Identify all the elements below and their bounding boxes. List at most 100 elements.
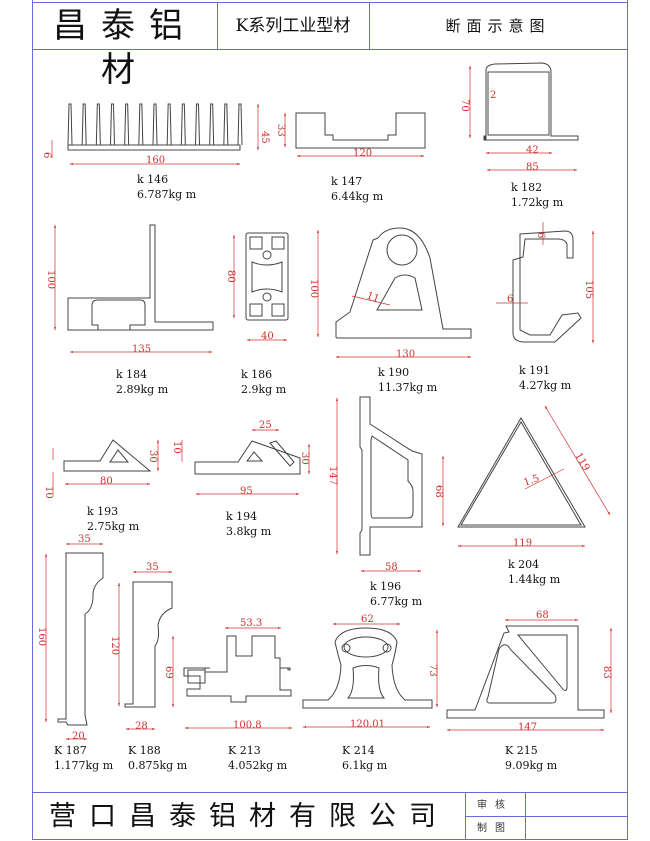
dim-k190-wall: 11 bbox=[365, 290, 381, 305]
dim-k215-width: 147 bbox=[518, 722, 537, 733]
dims-k186 bbox=[232, 234, 288, 342]
part-code: K 215 bbox=[505, 744, 538, 757]
dim-k186-height: 80 bbox=[225, 270, 236, 283]
dim-k187-base: 20 bbox=[72, 731, 85, 742]
drawing-label: 制图 bbox=[477, 823, 513, 834]
dims-k146 bbox=[51, 103, 260, 166]
part-code: k 182 bbox=[511, 181, 543, 194]
dim-k190-height: 100 bbox=[308, 279, 319, 298]
dims-k196 bbox=[335, 397, 445, 573]
dim-k213-width: 100.8 bbox=[233, 720, 262, 731]
profile-k188 bbox=[124, 581, 173, 708]
dim-k186-width: 40 bbox=[261, 331, 274, 342]
dims-k188 bbox=[117, 570, 173, 731]
dim-k204-wall: 1.5 bbox=[522, 473, 541, 489]
dims-k194 bbox=[181, 428, 311, 496]
dims-k214 bbox=[302, 622, 439, 729]
part-weight: 4.27kg m bbox=[519, 379, 572, 392]
dim-k146-height: 45 bbox=[259, 131, 270, 144]
dims-k204 bbox=[457, 405, 611, 548]
dim-k188-base: 28 bbox=[135, 721, 148, 732]
dimension-labels: 160 45 6 120 33 70 2 42 85 100 135 80 40… bbox=[36, 90, 612, 742]
footer-row-divider bbox=[465, 816, 628, 817]
dim-k187-height: 160 bbox=[36, 627, 47, 646]
dim-k215-height: 83 bbox=[601, 666, 612, 679]
header-divider bbox=[32, 49, 628, 50]
profile-k196 bbox=[359, 396, 423, 556]
dim-k213-top: 53.3 bbox=[240, 618, 262, 629]
dim-k191-height: 105 bbox=[583, 280, 594, 299]
dim-k147-height: 33 bbox=[275, 124, 286, 137]
profile-k190 bbox=[335, 227, 472, 339]
dims-k182 bbox=[468, 65, 578, 172]
dim-k194-base: 10 bbox=[171, 441, 182, 454]
dim-k146-base: 6 bbox=[41, 152, 52, 158]
profile-k184 bbox=[67, 224, 214, 331]
dim-k194-width: 95 bbox=[240, 486, 253, 497]
dim-k194-height: 30 bbox=[299, 452, 310, 465]
header-col-divider-2 bbox=[369, 2, 370, 49]
dims-k193 bbox=[52, 439, 160, 494]
drawing-frame bbox=[32, 0, 628, 840]
profile-k215 bbox=[446, 625, 605, 719]
part-k191: k 191 4.27kg m bbox=[519, 363, 571, 393]
profile-k186 bbox=[245, 232, 289, 321]
part-code: k 194 bbox=[226, 510, 258, 523]
part-weight: 1.44kg m bbox=[508, 573, 561, 586]
part-k184: k 184 2.89kg m bbox=[116, 367, 168, 397]
dim-k214-top: 62 bbox=[361, 614, 374, 625]
profile-k213 bbox=[183, 635, 292, 703]
part-code: k 193 bbox=[87, 505, 119, 518]
part-code: K 187 bbox=[54, 744, 87, 757]
dim-k191-wall: 6 bbox=[507, 294, 513, 305]
part-code: k 191 bbox=[519, 364, 551, 377]
dim-k184-height: 100 bbox=[45, 270, 56, 289]
profile-k182 bbox=[483, 62, 579, 141]
dim-k196-width: 58 bbox=[385, 562, 398, 573]
dim-k188-height: 120 bbox=[109, 636, 120, 655]
part-code: k 196 bbox=[370, 580, 402, 593]
header-col-divider-1 bbox=[217, 2, 218, 49]
dim-k184-width: 135 bbox=[132, 344, 151, 355]
dim-k182-wall: 2 bbox=[490, 90, 496, 101]
part-k196: k 196 6.77kg m bbox=[370, 579, 422, 609]
dims-k213 bbox=[171, 626, 293, 730]
profile-k204 bbox=[457, 417, 586, 528]
dim-k187-top: 35 bbox=[78, 534, 91, 545]
brand-title: 昌泰铝材 bbox=[53, 6, 197, 90]
dims-k187 bbox=[44, 542, 104, 741]
dim-k214-width: 120.01 bbox=[350, 719, 385, 730]
part-k215: K 215 9.09kg m bbox=[505, 743, 557, 773]
part-weight: 0.875kg m bbox=[128, 759, 188, 772]
part-code: k 190 bbox=[378, 366, 410, 379]
dim-k191-top: 6 bbox=[535, 232, 546, 238]
dim-k214-height: 73 bbox=[427, 664, 438, 677]
part-weight: 9.09kg m bbox=[505, 759, 558, 772]
profile-k193 bbox=[63, 439, 152, 472]
part-code: K 213 bbox=[228, 744, 261, 757]
frame-bottom-line bbox=[32, 839, 628, 840]
profile-k146 bbox=[67, 103, 243, 151]
review-label: 审核 bbox=[477, 800, 513, 811]
dim-k193-width: 80 bbox=[100, 476, 113, 487]
part-weight: 6.77kg m bbox=[370, 595, 423, 608]
dim-k147-width: 120 bbox=[353, 148, 372, 159]
dims-k215 bbox=[446, 618, 613, 732]
part-weight: 2.89kg m bbox=[116, 383, 169, 396]
part-code: k 186 bbox=[241, 368, 273, 381]
profile-k214 bbox=[302, 627, 433, 709]
part-code: k 184 bbox=[116, 368, 148, 381]
part-code: k 147 bbox=[331, 175, 363, 188]
part-code: K 214 bbox=[342, 744, 375, 757]
dim-k194-top: 25 bbox=[259, 420, 272, 431]
profile-k194 bbox=[194, 440, 301, 475]
part-code: k 204 bbox=[508, 558, 540, 571]
dim-k182-inner: 42 bbox=[526, 145, 539, 156]
